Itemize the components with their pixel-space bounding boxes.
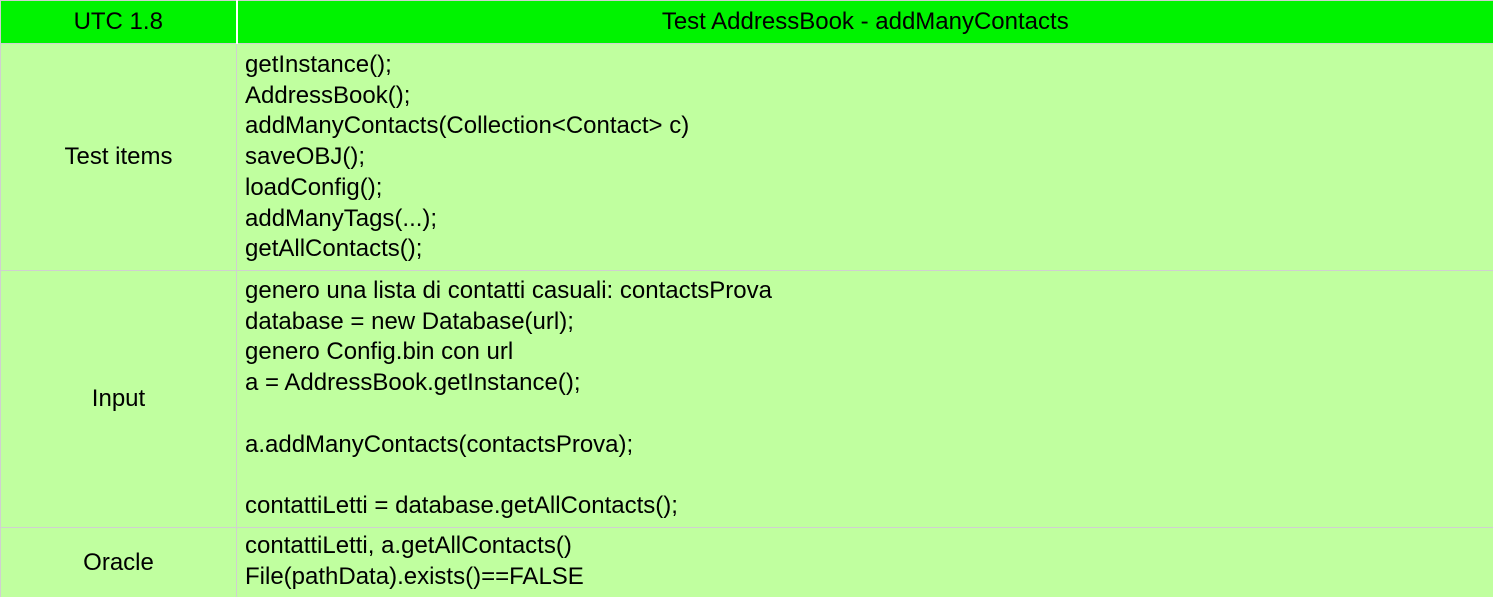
input-line	[245, 460, 1493, 491]
input-label: Input	[0, 270, 237, 528]
test-items-label: Test items	[0, 43, 237, 271]
input-line: genero una lista di contatti casuali: co…	[245, 277, 772, 304]
table-row: Test items getInstance(); AddressBook();…	[0, 43, 1493, 271]
test-id-cell: UTC 1.8	[0, 0, 237, 44]
test-item-line: addManyContacts(Collection<Contact> c)	[245, 112, 690, 140]
test-item-line: getAllContacts();	[245, 235, 423, 263]
input-line: contattiLetti = database.getAllContacts(…	[245, 491, 678, 519]
oracle-label: Oracle	[0, 527, 237, 597]
oracle-line: File(pathData).exists()==FALSE	[245, 562, 584, 590]
table-row: Oracle contattiLetti, a.getAllContacts()…	[0, 527, 1493, 597]
test-items-content: getInstance(); AddressBook(); addManyCon…	[236, 43, 1493, 271]
test-item-line: AddressBook();	[245, 81, 411, 109]
oracle-line: contattiLetti, a.getAllContacts()	[245, 532, 572, 559]
oracle-content: contattiLetti, a.getAllContacts() File(p…	[236, 527, 1493, 597]
input-line: a.addManyContacts(contactsProva);	[245, 430, 634, 458]
input-line	[245, 399, 1493, 430]
test-title-cell: Test AddressBook - addManyContacts	[235, 0, 1493, 44]
input-line: a = AddressBook.getInstance();	[245, 369, 581, 397]
test-item-line: getInstance();	[245, 51, 392, 78]
test-item-line: loadConfig();	[245, 173, 383, 201]
input-content: genero una lista di contatti casuali: co…	[236, 270, 1493, 528]
header-row: UTC 1.8 Test AddressBook - addManyContac…	[0, 0, 1493, 44]
table-row: Input genero una lista di contatti casua…	[0, 270, 1493, 528]
test-item-line: addManyTags(...);	[245, 204, 438, 232]
input-line: database = new Database(url);	[245, 307, 574, 335]
test-item-line: saveOBJ();	[245, 143, 366, 171]
input-line: genero Config.bin con url	[245, 338, 514, 366]
